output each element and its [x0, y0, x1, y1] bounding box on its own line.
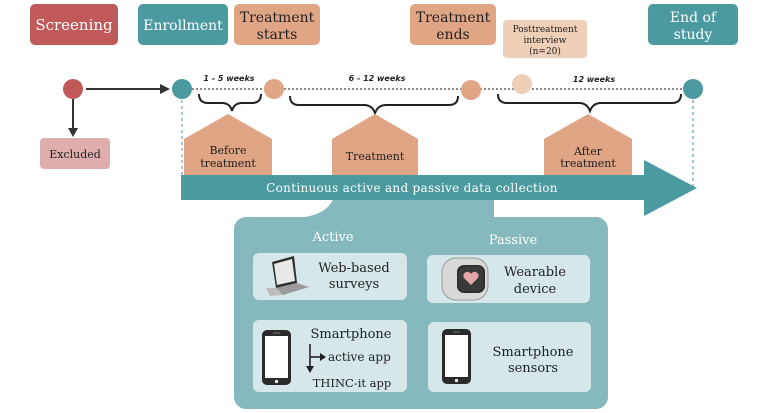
screening-to-excluded-arrowhead	[68, 128, 78, 137]
web-surveys-label-2: surveys	[329, 277, 379, 292]
screening-box	[30, 4, 118, 45]
active-title: Active	[311, 230, 353, 245]
enrollment-label: Enrollment	[143, 18, 223, 34]
posttreatment-label-2: interview	[524, 36, 567, 46]
phase-after-treatment	[544, 114, 632, 175]
duration-label-2: 6 - 12 weeks	[349, 74, 406, 83]
posttreatment-milestone	[512, 74, 532, 94]
brace-after-treatment	[497, 93, 682, 114]
treatment-starts-label-1: Treatment	[240, 10, 315, 26]
enrollment-milestone	[172, 79, 192, 99]
end-of-study-milestone	[683, 79, 703, 99]
wearable-label-2: device	[514, 282, 557, 297]
treatment-starts-milestone	[264, 79, 284, 99]
posttreatment-label-1: Posttreatment	[513, 25, 578, 35]
phase-after-label-2: treatment	[560, 157, 616, 170]
treatment-starts-label-2: starts	[257, 27, 298, 43]
posttreatment-box	[503, 20, 587, 58]
treatment-ends-box	[410, 4, 496, 45]
sensors-label-2: sensors	[508, 361, 558, 376]
treatment-ends-label-2: ends	[436, 27, 469, 43]
thinc-arrowhead	[306, 366, 314, 373]
phase-treatment	[332, 114, 418, 175]
phase-before-treatment	[184, 114, 272, 175]
smartphone-label: Smartphone	[310, 327, 391, 342]
treatment-starts-box	[234, 4, 320, 45]
duration-label-1: 1 - 5 weeks	[203, 74, 254, 83]
active-app-arrowhead	[320, 353, 326, 361]
smartphone-icon-passive	[442, 329, 471, 384]
thinc-it-label: THINC-it app	[313, 376, 392, 390]
smartphone-active-card	[253, 320, 407, 392]
web-surveys-label-1: Web-based	[318, 261, 389, 276]
end-of-study-label-2: study	[674, 27, 713, 43]
continuous-collection-arrow	[181, 160, 697, 216]
end-of-study-label-1: End of	[670, 10, 718, 26]
excluded-box	[40, 138, 110, 169]
continuous-collection-label: Continuous active and passive data colle…	[266, 181, 558, 195]
phase-treatment-label: Treatment	[346, 150, 405, 163]
active-app-label: active app	[328, 350, 391, 364]
phase-before-label-2: treatment	[200, 157, 256, 170]
sensors-label-1: Smartphone	[492, 345, 573, 360]
smartphone-icon	[262, 330, 291, 385]
phase-after-label-1: After	[573, 145, 603, 158]
passive-title: Passive	[489, 233, 538, 248]
enrollment-box	[138, 4, 228, 45]
treatment-ends-label-1: Treatment	[416, 10, 491, 26]
duration-label-3: 12 weeks	[573, 75, 615, 84]
brace-before-treatment	[198, 93, 262, 112]
excluded-label: Excluded	[49, 148, 101, 161]
screening-label: Screening	[35, 16, 113, 34]
brace-treatment	[289, 95, 459, 116]
wearable-label-1: Wearable	[504, 265, 566, 280]
phase-before-label-1: Before	[209, 144, 246, 157]
treatment-ends-milestone	[461, 80, 481, 100]
end-of-study-box	[648, 4, 738, 45]
screening-to-enrollment-arrowhead	[160, 84, 170, 94]
laptop-icon	[266, 256, 309, 296]
posttreatment-label-3: (n=20)	[529, 46, 561, 57]
screening-milestone	[63, 79, 83, 99]
smartwatch-icon	[441, 257, 489, 301]
